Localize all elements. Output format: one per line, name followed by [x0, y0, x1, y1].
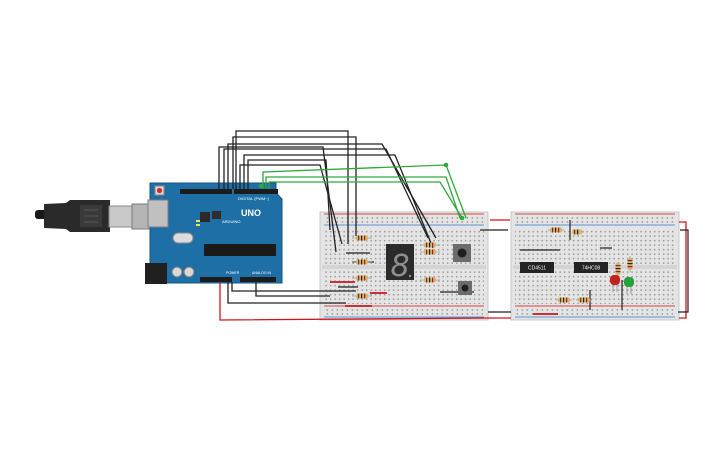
power-header[interactable] — [200, 277, 232, 282]
resistor — [352, 293, 372, 299]
ic-label: CD4511 — [528, 266, 546, 272]
seven-segment-display[interactable]: 8 — [386, 244, 414, 284]
arduino-logo-text: ARDUINO — [222, 219, 240, 224]
resistor — [572, 229, 584, 235]
resistor — [548, 227, 564, 233]
led-green[interactable] — [624, 277, 634, 294]
arduino-uno[interactable]: DIGITAL (PWM~) UNO ARDUINO POWER ANALOG … — [145, 182, 283, 284]
digital-header[interactable] — [180, 189, 232, 194]
resistor — [352, 259, 372, 265]
digital-label: DIGITAL (PWM~) — [238, 196, 270, 201]
resistor — [556, 297, 572, 303]
push-button[interactable] — [458, 281, 472, 295]
resistor — [352, 275, 372, 281]
analog-header[interactable] — [240, 277, 276, 282]
atmega-chip — [204, 244, 276, 256]
resistor — [420, 249, 440, 255]
analog-label: ANALOG IN — [252, 271, 272, 275]
capacitor-icon — [171, 266, 183, 278]
resistors — [352, 227, 633, 303]
display-digit: 8 — [390, 249, 409, 284]
uno-label: UNO — [241, 208, 261, 218]
push-button[interactable] — [453, 244, 471, 262]
green-wires[interactable] — [258, 162, 467, 221]
resistor — [576, 297, 592, 303]
resistor — [420, 242, 440, 248]
power-label: POWER — [226, 271, 240, 275]
resistor — [627, 256, 633, 272]
black-wires[interactable] — [218, 130, 437, 304]
led-red[interactable] — [610, 275, 620, 292]
jumper-wires[interactable] — [520, 229, 689, 313]
ic-74hc08[interactable]: 74HC08 — [574, 262, 608, 273]
resistor — [352, 235, 372, 241]
resistor — [615, 262, 621, 276]
usb-cable — [35, 200, 151, 232]
red-wires[interactable] — [219, 219, 687, 321]
resistor — [420, 277, 440, 283]
ic-label: 74HC08 — [582, 266, 601, 272]
ic-cd4511[interactable]: CD4511 — [520, 262, 554, 273]
